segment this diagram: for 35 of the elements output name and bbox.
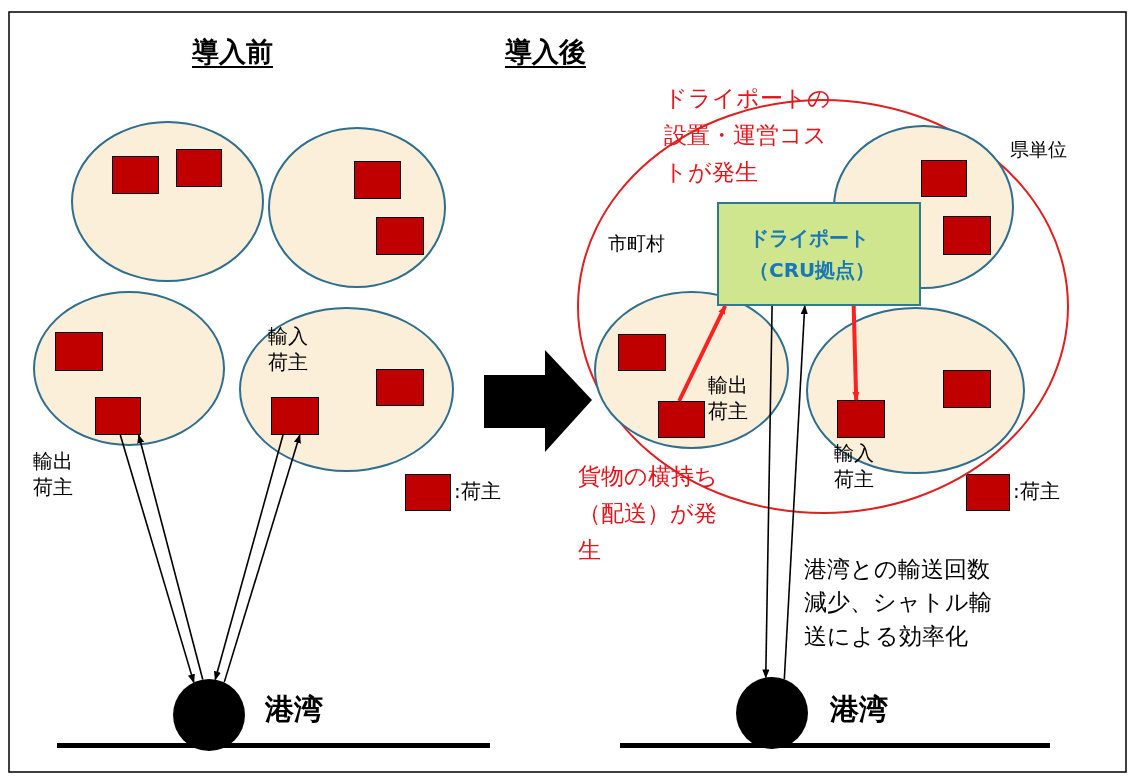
shipper-square xyxy=(658,401,705,438)
shipper-square xyxy=(176,149,222,187)
shipper-square xyxy=(55,332,103,371)
area-label: 県単位 xyxy=(1010,138,1067,161)
arrow xyxy=(783,305,808,680)
arrow xyxy=(223,434,301,684)
port-label: 港湾 xyxy=(830,692,888,727)
section-heading: 導入後 xyxy=(505,36,586,69)
shipper-square xyxy=(271,397,319,435)
arrow xyxy=(137,434,204,681)
shipper-square xyxy=(837,400,885,438)
shipper-square xyxy=(943,216,991,255)
section-heading: 導入前 xyxy=(192,36,273,69)
port-label: 港湾 xyxy=(265,692,323,727)
shipper-square xyxy=(921,160,967,197)
shipper-square xyxy=(354,161,401,199)
shipper-square xyxy=(376,369,424,406)
shipper-square xyxy=(112,156,159,194)
shipper-square xyxy=(943,370,991,408)
area-label: 市町村 xyxy=(608,232,665,255)
shipper-label: 輸入荷主 xyxy=(268,323,309,375)
arrow xyxy=(677,305,727,402)
shipper-square xyxy=(376,217,424,255)
shipper-label: 輸出荷主 xyxy=(33,448,74,500)
arrow xyxy=(851,305,860,401)
arrow xyxy=(213,434,284,681)
shipper-label: 輸出荷主 xyxy=(708,372,749,424)
note-text: 港湾との輸送回数減少、シャトル輸送による効率化 xyxy=(804,555,993,651)
arrow xyxy=(762,305,773,679)
arrow xyxy=(119,434,195,684)
legend-label: :荷主 xyxy=(1013,479,1060,503)
shipper-square xyxy=(618,334,666,371)
legend-label: :荷主 xyxy=(454,479,501,503)
dry-port-box: ドライポート（CRU拠点） xyxy=(717,202,921,306)
shipper-square xyxy=(95,397,141,435)
